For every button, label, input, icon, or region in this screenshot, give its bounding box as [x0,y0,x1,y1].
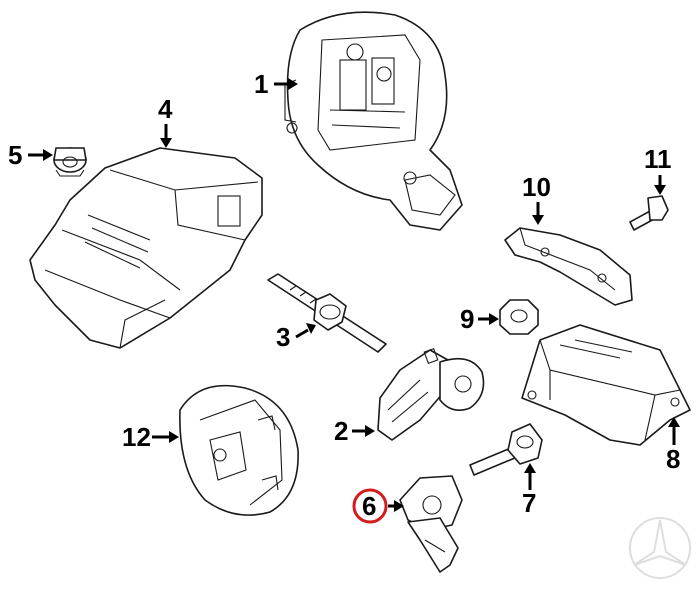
svg-text:11: 11 [644,144,672,174]
part-1-clock-spring [284,11,463,231]
part-7-bolt [469,423,543,476]
part-3-bolt [267,273,387,353]
callout-11: 11 [644,144,672,195]
callout-10: 10 [522,172,551,225]
svg-text:1: 1 [254,69,268,99]
three-pointed-star-logo [629,517,691,579]
part-12-cassette [179,384,299,516]
callout-3: 3 [276,322,316,352]
svg-text:2: 2 [334,416,348,446]
part-5-push-nut [53,147,87,177]
callout-4: 4 [158,94,173,148]
svg-text:5: 5 [8,140,22,170]
svg-text:6: 6 [362,491,376,521]
callout-6-highlight-ring [352,488,388,524]
callout-12: 12 [122,422,179,452]
callout-2: 2 [334,416,375,446]
part-11-screw [629,195,669,231]
part-6-sensor [399,475,463,573]
part-8-control-module [521,324,691,446]
callout-8: 8 [666,417,680,474]
callout-1: 1 [254,69,298,99]
callout-7: 7 [522,463,536,518]
svg-text:9: 9 [460,304,474,334]
part-9-nut [499,299,539,335]
svg-text:12: 12 [122,422,151,452]
part-2-impact-sensor [377,347,485,441]
part-10-bracket [504,227,633,306]
callout-5: 5 [8,140,53,170]
svg-text:8: 8 [666,444,680,474]
svg-text:4: 4 [158,94,173,124]
part-4-column-shroud [29,147,263,349]
svg-text:7: 7 [522,488,536,518]
callout-6: 6 [352,488,404,524]
svg-text:3: 3 [276,322,290,352]
callout-9: 9 [460,304,499,334]
svg-text:10: 10 [522,172,551,202]
